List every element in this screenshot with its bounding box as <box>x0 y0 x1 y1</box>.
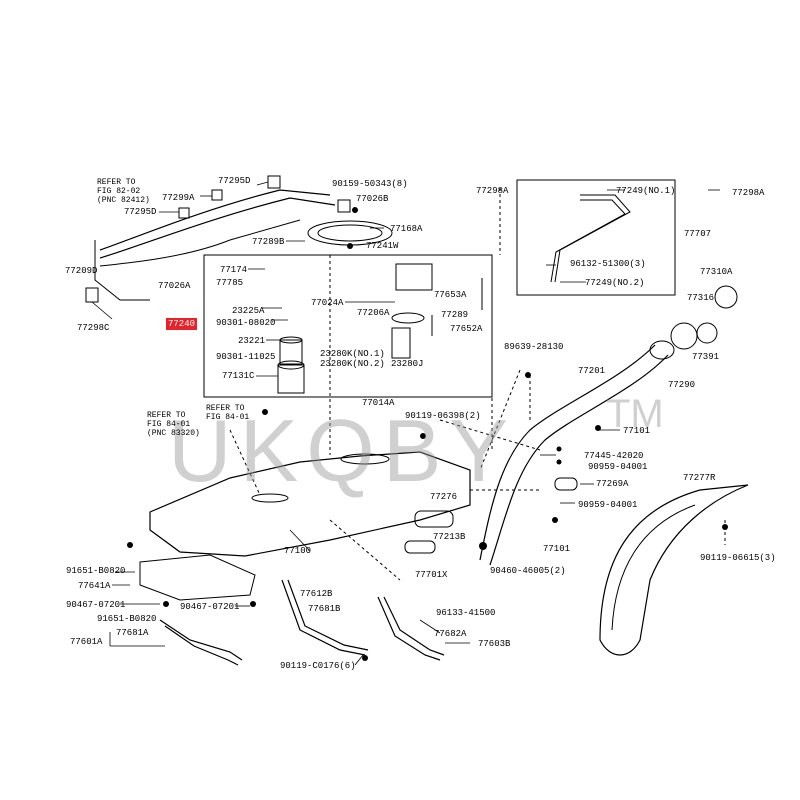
part-label[interactable]: 77295D <box>218 176 251 186</box>
part-label[interactable]: 77310A <box>700 267 733 277</box>
part-label[interactable]: 77603B <box>478 639 511 649</box>
ref-line: FIG 84-01 <box>206 413 250 422</box>
part-label[interactable]: 77298A <box>732 188 765 198</box>
part-label[interactable]: 90119-06398(2) <box>405 411 481 421</box>
part-label[interactable]: 77026A <box>158 281 191 291</box>
part-label[interactable]: 91651-B0820 <box>66 566 126 576</box>
vapor-line-box <box>516 179 676 296</box>
part-label[interactable]: 77295D <box>124 207 157 217</box>
part-label[interactable]: 77289 <box>441 310 469 320</box>
ref-line: REFER TO <box>97 178 136 187</box>
part-label[interactable]: 77316 <box>687 293 715 303</box>
part-label[interactable]: 23280K(NO.1) <box>320 349 385 359</box>
part-label[interactable]: 77249(NO.2) <box>585 278 645 288</box>
part-label[interactable]: 77209D <box>65 266 98 276</box>
part-label[interactable]: 90301-11025 <box>216 352 276 362</box>
ref-line: FIG 82-02 <box>97 187 141 196</box>
ref-fig-82[interactable]: REFER TO FIG 82-02 (PNC 82412) <box>97 178 150 205</box>
part-label[interactable]: 90119-06615(3) <box>700 553 776 563</box>
part-label[interactable]: 90460-46005(2) <box>490 566 566 576</box>
part-label[interactable]: 77682A <box>434 629 467 639</box>
part-label[interactable]: 90959-04001 <box>588 462 648 472</box>
part-label[interactable]: 77241W <box>366 241 399 251</box>
part-label[interactable]: 77277R <box>683 473 716 483</box>
part-label[interactable]: 89639-28130 <box>504 342 564 352</box>
ref-fig-84-b[interactable]: REFER TO FIG 84-01 <box>206 404 249 422</box>
part-label[interactable]: 77101 <box>623 426 651 436</box>
part-label[interactable]: 90467-07201 <box>66 600 126 610</box>
ref-line: (PNC 82412) <box>97 196 150 205</box>
part-label[interactable]: 77269A <box>596 479 629 489</box>
part-label[interactable]: 90467-07201 <box>180 602 240 612</box>
ref-line: REFER TO <box>206 404 245 413</box>
ref-line: (PNC 83320) <box>147 429 200 438</box>
part-label[interactable]: 23280J <box>391 359 424 369</box>
watermark-text: UKQBY <box>168 401 517 500</box>
part-label[interactable]: 77601A <box>70 637 103 647</box>
part-label[interactable]: 77641A <box>78 581 111 591</box>
part-label[interactable]: 77249(NO.1) <box>616 186 676 196</box>
part-label[interactable]: 90959-04001 <box>578 500 638 510</box>
part-label[interactable]: 23225A <box>232 306 265 316</box>
part-label[interactable]: 77014A <box>362 398 395 408</box>
part-label[interactable]: 77445-42020 <box>584 451 644 461</box>
ref-fig-84-a[interactable]: REFER TO FIG 84-01 (PNC 83320) <box>147 411 200 438</box>
part-label[interactable]: 77174 <box>220 265 248 275</box>
pump-assembly-box <box>203 254 493 398</box>
part-label[interactable]: 77201 <box>578 366 606 376</box>
part-label[interactable]: 77707 <box>684 229 712 239</box>
part-label[interactable]: 77289B <box>252 237 285 247</box>
part-label[interactable]: 77206A <box>357 308 390 318</box>
part-label[interactable]: 77299A <box>162 193 195 203</box>
ref-line: FIG 84-01 <box>147 420 191 429</box>
part-label[interactable]: 77652A <box>450 324 483 334</box>
part-label[interactable]: 96132-51300(3) <box>570 259 646 269</box>
part-label[interactable]: 77131C <box>222 371 255 381</box>
part-label[interactable]: 77785 <box>216 278 244 288</box>
part-label[interactable]: 90119-C0176(6) <box>280 661 356 671</box>
part-label[interactable]: 90301-08020 <box>216 318 276 328</box>
part-label[interactable]: 77026B <box>356 194 389 204</box>
part-label[interactable]: 23221 <box>238 336 266 346</box>
part-label[interactable]: 77612B <box>300 589 333 599</box>
part-label[interactable]: 23280K(NO.2) <box>320 359 385 369</box>
watermark-tm: TM <box>606 392 664 436</box>
part-label[interactable]: 77653A <box>434 290 467 300</box>
part-label[interactable]: 91651-B0820 <box>97 614 157 624</box>
part-label[interactable]: 77290 <box>668 380 696 390</box>
part-label[interactable]: 77701X <box>415 570 448 580</box>
ref-line: REFER TO <box>147 411 186 420</box>
part-label[interactable]: 77681B <box>308 604 341 614</box>
part-label[interactable]: 96133-41500 <box>436 608 496 618</box>
part-label[interactable]: 77391 <box>692 352 720 362</box>
part-label[interactable]: 90159-50343(8) <box>332 179 408 189</box>
part-label[interactable]: 77101 <box>543 544 571 554</box>
part-label[interactable]: 77276 <box>430 492 458 502</box>
part-label[interactable]: 77298C <box>77 323 110 333</box>
part-label[interactable]: 77213B <box>433 532 466 542</box>
part-label[interactable]: 77024A <box>311 298 344 308</box>
part-label[interactable]: 77100 <box>284 546 312 556</box>
part-label[interactable]: 77298A <box>476 186 509 196</box>
part-label[interactable]: 77168A <box>390 224 423 234</box>
part-label[interactable]: 77681A <box>116 628 149 638</box>
highlight-part-label[interactable]: 77240 <box>166 318 198 330</box>
